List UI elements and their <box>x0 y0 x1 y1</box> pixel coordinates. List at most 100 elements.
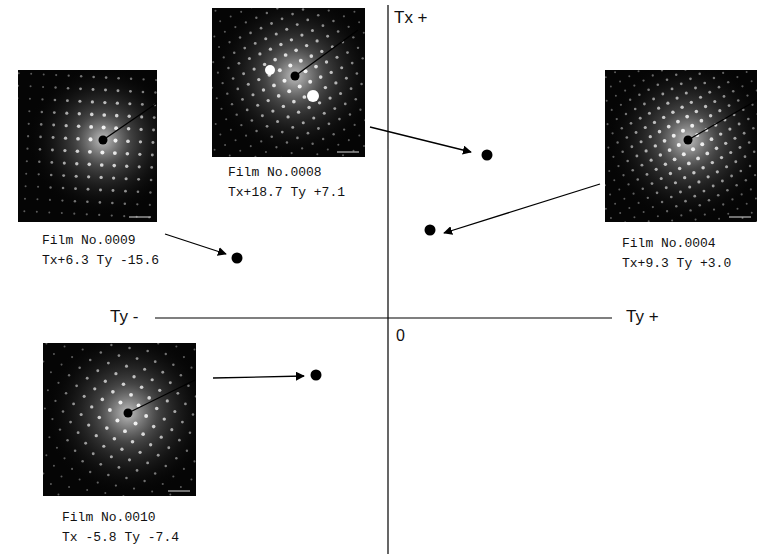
leader-arrow <box>444 184 600 233</box>
origin-label: 0 <box>396 327 405 345</box>
diffraction-spot <box>230 129 232 131</box>
diffraction-spot <box>648 112 651 115</box>
diffraction-spot <box>77 124 81 128</box>
diffraction-spot <box>345 77 348 80</box>
tilt-values: Tx+18.7 Ty +7.1 <box>228 183 365 203</box>
diffraction-spot <box>125 477 128 480</box>
caption: Film No.0009Tx+6.3 Ty -15.6 <box>18 222 163 271</box>
diffraction-spot <box>113 151 117 155</box>
diffraction-spot <box>668 148 672 152</box>
diffraction-spot <box>59 428 61 430</box>
diffraction-spot <box>625 136 628 139</box>
diffraction-spot <box>243 47 246 50</box>
diffraction-spot <box>743 132 746 135</box>
diffraction-spot <box>36 198 38 200</box>
diffraction-spot <box>45 454 47 456</box>
diffraction-spot <box>149 204 151 206</box>
diffraction-spot <box>731 198 733 200</box>
diffraction-spot <box>737 99 740 102</box>
diffraction-spot <box>90 113 94 117</box>
diffraction-spot <box>334 81 337 84</box>
diffraction-spot <box>257 78 260 81</box>
diffraction-spot <box>607 147 609 149</box>
diffraction-spot <box>98 416 102 420</box>
diffraction-spot <box>146 350 149 353</box>
diffraction-spot <box>53 465 55 467</box>
diffraction-spot <box>681 129 685 133</box>
diffraction-spot <box>354 98 357 101</box>
diffraction-spot <box>99 188 102 191</box>
diffraction-spot <box>86 213 88 215</box>
diffraction-spot <box>608 170 610 172</box>
diffraction-spot <box>625 113 627 115</box>
diffraction-spot <box>316 153 318 155</box>
diffraction-spot <box>49 199 51 201</box>
diffraction-spot <box>318 101 321 104</box>
diffraction-spot <box>137 191 140 194</box>
diffraction-spot <box>697 180 700 183</box>
diffraction-spot <box>724 142 727 145</box>
diffraction-spot <box>83 395 86 398</box>
diffraction-spot <box>684 70 686 71</box>
diffraction-spot <box>18 97 19 99</box>
diffraction-spot <box>756 90 757 92</box>
diffraction-spot <box>354 124 356 126</box>
diffraction-spot <box>87 423 90 426</box>
diffraction-spot <box>154 472 157 475</box>
diffraction-spot <box>296 23 299 26</box>
diffraction-spot <box>682 152 686 156</box>
diffraction-spot <box>684 200 687 203</box>
diffraction-spot <box>81 460 84 463</box>
diffraction-spot <box>277 94 281 98</box>
diffraction-spot <box>62 174 65 177</box>
tilt-point <box>425 225 436 236</box>
diffraction-spot <box>42 86 44 88</box>
diffraction-spot <box>745 179 747 181</box>
diffraction-spot <box>680 214 682 216</box>
diffraction-spot <box>62 410 65 413</box>
diffraction-spot <box>261 114 264 117</box>
diffraction-spot <box>75 175 78 178</box>
diffraction-spot <box>657 107 660 110</box>
diffraction-spot <box>102 113 106 117</box>
diffraction-spot <box>653 121 656 124</box>
diffraction-spot <box>695 219 697 221</box>
diffraction-photo <box>43 343 196 496</box>
diffraction-spot <box>160 436 163 439</box>
diffraction-spot <box>175 345 177 347</box>
diffraction-spot <box>50 483 52 485</box>
scale-bar <box>337 152 359 153</box>
diffraction-spot <box>640 140 643 143</box>
diffraction-spot <box>170 428 173 431</box>
diffraction-spot <box>746 94 748 96</box>
diffraction-spot <box>116 102 119 105</box>
diffraction-spot <box>666 78 669 81</box>
diffraction-spot <box>43 361 44 363</box>
diffraction-spot <box>678 167 682 171</box>
diffraction-spot <box>60 475 62 477</box>
diffraction-spot <box>117 77 120 80</box>
diffraction-spot <box>715 147 719 151</box>
diffraction-spot <box>727 213 729 215</box>
diffraction-spot <box>642 79 644 81</box>
diffraction-spot <box>245 21 247 23</box>
tilt-point <box>232 253 243 264</box>
diffraction-spot <box>276 120 279 123</box>
diffraction-spot <box>173 410 176 413</box>
diffraction-spot <box>141 432 145 436</box>
diffraction-spot <box>620 104 622 106</box>
diffraction-spot <box>75 162 78 165</box>
diffraction-spot <box>25 173 27 175</box>
diffraction-spot <box>102 125 106 129</box>
diffraction-spot <box>666 210 668 212</box>
diffraction-spot <box>616 118 618 120</box>
diffraction-spot <box>263 63 266 66</box>
diffraction-spot <box>296 137 299 140</box>
diffraction-spot <box>239 150 241 152</box>
diffraction-spot <box>690 101 693 104</box>
diffraction-spot <box>48 436 50 438</box>
diffraction-spot <box>751 212 753 214</box>
diffraction-spot <box>605 208 607 210</box>
diffraction-spot <box>351 62 354 65</box>
diffraction-spot <box>88 150 92 154</box>
